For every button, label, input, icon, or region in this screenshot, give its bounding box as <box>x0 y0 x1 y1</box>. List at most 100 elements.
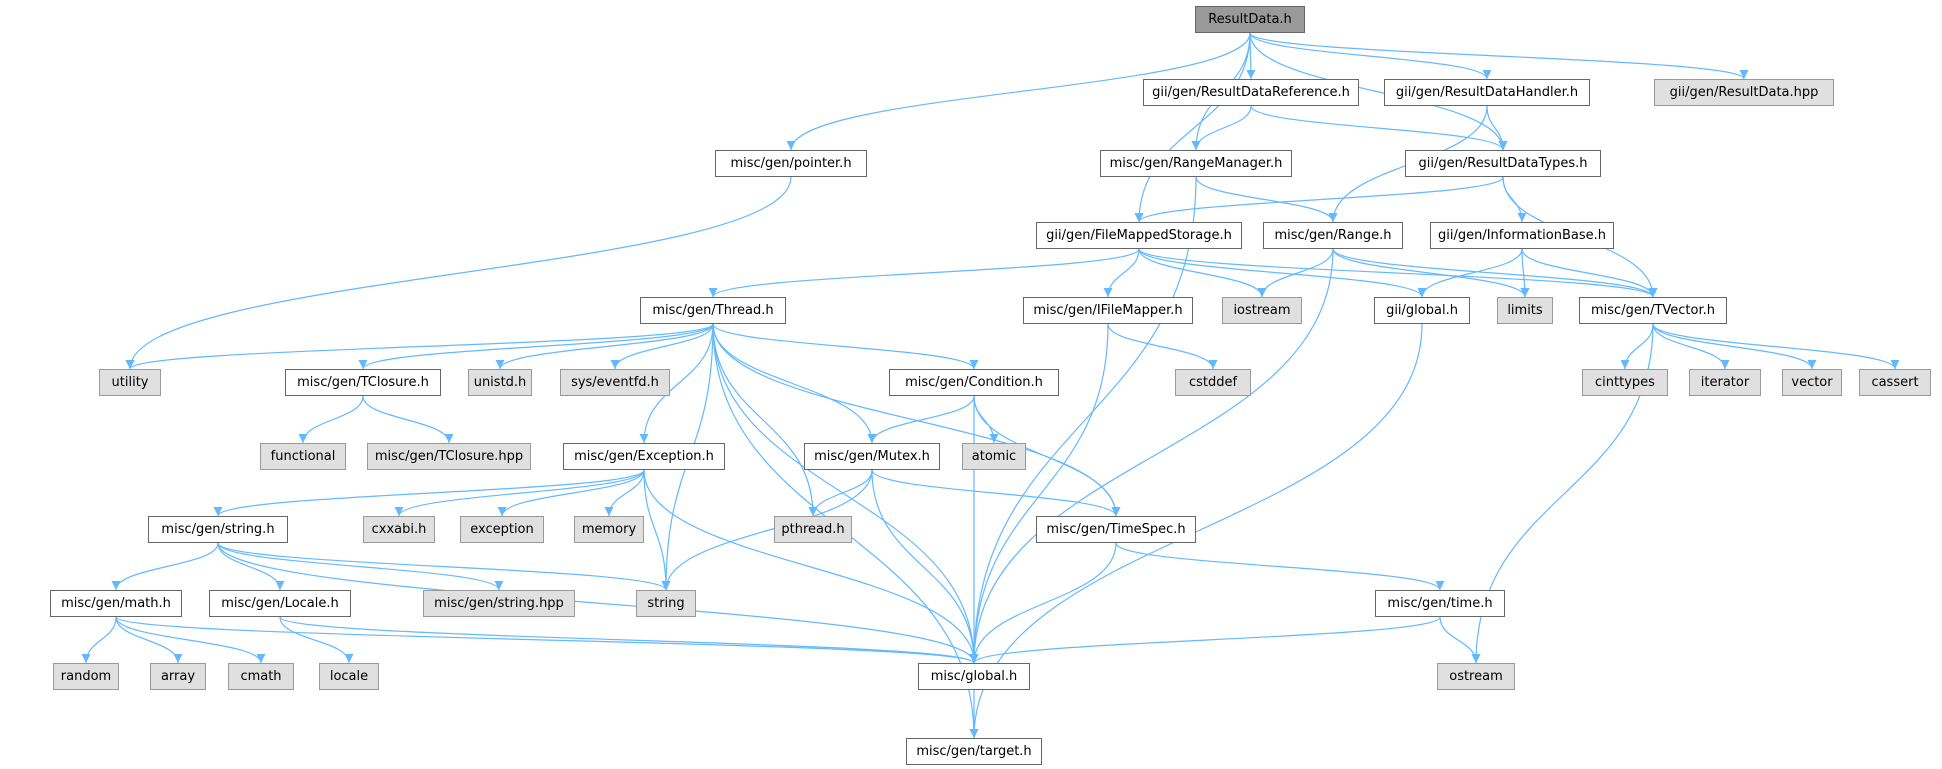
edge-n10-n18 <box>495 323 714 370</box>
node-ifilemapper-h[interactable]: misc/gen/IFileMapper.h <box>1023 297 1193 324</box>
edge-n38-n45 <box>279 616 354 664</box>
node-cmath[interactable]: cmath <box>228 663 294 690</box>
edge-n7-n13 <box>1138 248 1427 298</box>
node-gii-global-h[interactable]: gii/global.h <box>1374 297 1470 324</box>
edge-n0-n6 <box>1249 32 1508 151</box>
edge-n7-n12 <box>1138 248 1267 298</box>
node-locale-h[interactable]: misc/gen/Locale.h <box>209 590 351 617</box>
node-memory[interactable]: memory <box>574 516 644 543</box>
edge-n4-n16 <box>125 176 792 370</box>
edge-n9-n15 <box>1521 248 1658 298</box>
node-array[interactable]: array <box>150 663 206 690</box>
edge-n10-n20 <box>712 323 979 370</box>
edge-n10-n35 <box>712 323 818 517</box>
edge-n29-n40 <box>643 469 671 591</box>
edge-n1-n6 <box>1250 105 1508 151</box>
node-math-h[interactable]: misc/gen/math.h <box>50 590 182 617</box>
node-string-hpp[interactable]: misc/gen/string.hpp <box>423 590 575 617</box>
node-resultdata-hpp[interactable]: gii/gen/ResultData.hpp <box>1654 79 1834 106</box>
edge-n0-n3 <box>1249 32 1749 80</box>
edge-n31-n46 <box>217 542 979 664</box>
node-iterator[interactable]: iterator <box>1689 369 1761 396</box>
node-string-h[interactable]: misc/gen/string.h <box>148 516 288 543</box>
node-cassert[interactable]: cassert <box>1859 369 1931 396</box>
edge-n1-n5 <box>1191 105 1252 151</box>
node-cstddef[interactable]: cstddef <box>1175 369 1251 396</box>
node-tvector-h[interactable]: misc/gen/TVector.h <box>1579 297 1727 324</box>
edge-n30-n35 <box>808 469 873 517</box>
node-cxxabi-h[interactable]: cxxabi.h <box>363 516 435 543</box>
node-target-h[interactable]: misc/gen/target.h <box>906 738 1042 765</box>
edge-n5-n46 <box>969 176 1197 664</box>
edge-n8-n14 <box>1332 248 1530 298</box>
edge-n29-n34 <box>604 469 645 517</box>
edge-n30-n36 <box>871 469 1121 517</box>
node-resultdatareference-h[interactable]: gii/gen/ResultDataReference.h <box>1143 79 1359 106</box>
node-time-h[interactable]: misc/gen/time.h <box>1375 590 1505 617</box>
edge-n8-n15 <box>1332 248 1658 298</box>
edge-n31-n37 <box>111 542 219 591</box>
node-locale[interactable]: locale <box>319 663 379 690</box>
edge-n37-n46 <box>115 616 979 664</box>
edge-n11-n46 <box>969 323 1109 664</box>
edge-n10-n29 <box>639 323 714 444</box>
edge-n17-n26 <box>298 395 364 444</box>
node-condition-h[interactable]: misc/gen/Condition.h <box>889 369 1059 396</box>
edge-n30-n40 <box>661 469 873 591</box>
node-tclosure-h[interactable]: misc/gen/TClosure.h <box>285 369 441 396</box>
node-random[interactable]: random <box>53 663 119 690</box>
node-unistd-h[interactable]: unistd.h <box>468 369 532 396</box>
edge-n10-n17 <box>358 323 714 370</box>
node-resultdatahandler-h[interactable]: gii/gen/ResultDataHandler.h <box>1384 79 1590 106</box>
node-tclosure-hpp[interactable]: misc/gen/TClosure.hpp <box>367 443 531 470</box>
edge-n41-n46 <box>969 616 1441 664</box>
edge-n29-n32 <box>394 469 645 517</box>
edge-n37-n44 <box>115 616 266 664</box>
edge-n36-n41 <box>1115 542 1445 591</box>
node-ostream[interactable]: ostream <box>1437 663 1515 690</box>
edge-n37-n43 <box>115 616 183 664</box>
node-mutex-h[interactable]: misc/gen/Mutex.h <box>804 443 940 470</box>
node-filemappedstorage-h[interactable]: gii/gen/FileMappedStorage.h <box>1036 222 1242 249</box>
node-pointer-h[interactable]: misc/gen/pointer.h <box>715 150 867 177</box>
node-resultdata-h[interactable]: ResultData.h <box>1195 6 1305 33</box>
edge-n37-n42 <box>81 616 117 664</box>
edge-n0-n4 <box>786 32 1251 151</box>
node-exception-h[interactable]: misc/gen/Exception.h <box>563 443 725 470</box>
node-misc-global-h[interactable]: misc/global.h <box>918 663 1030 690</box>
edge-n15-n25 <box>1652 323 1900 370</box>
edge-n6-n9 <box>1502 176 1527 223</box>
edge-n29-n46 <box>643 469 979 664</box>
node-pthread-h[interactable]: pthread.h <box>774 516 852 543</box>
edge-n41-n47 <box>1439 616 1481 664</box>
node-rangemanager-h[interactable]: misc/gen/RangeManager.h <box>1100 150 1292 177</box>
edge-n0-n7 <box>1134 32 1251 223</box>
edge-n17-n27 <box>362 395 454 444</box>
edge-n15-n22 <box>1620 323 1654 370</box>
edge-n13-n48 <box>969 323 1423 739</box>
node-limits[interactable]: limits <box>1497 297 1553 324</box>
node-atomic[interactable]: atomic <box>962 443 1026 470</box>
node-resultdatatypes-h[interactable]: gii/gen/ResultDataTypes.h <box>1405 150 1601 177</box>
edge-n38-n46 <box>279 616 979 664</box>
node-thread-h[interactable]: misc/gen/Thread.h <box>640 297 786 324</box>
edge-n20-n30 <box>867 395 975 444</box>
node-sys-eventfd-h[interactable]: sys/eventfd.h <box>560 369 670 396</box>
node-timespec-h[interactable]: misc/gen/TimeSpec.h <box>1036 516 1196 543</box>
node-vector[interactable]: vector <box>1782 369 1842 396</box>
node-string[interactable]: string <box>636 590 696 617</box>
node-functional[interactable]: functional <box>260 443 346 470</box>
edge-n5-n8 <box>1195 176 1338 223</box>
node-utility[interactable]: utility <box>99 369 161 396</box>
node-cinttypes[interactable]: cinttypes <box>1582 369 1668 396</box>
node-iostream[interactable]: iostream <box>1222 297 1302 324</box>
node-range-h[interactable]: misc/gen/Range.h <box>1263 222 1403 249</box>
edge-n7-n10 <box>708 248 1140 298</box>
node-exception[interactable]: exception <box>460 516 544 543</box>
node-informationbase-h[interactable]: gii/gen/InformationBase.h <box>1430 222 1614 249</box>
edge-n7-n11 <box>1103 248 1140 298</box>
edge-n15-n24 <box>1652 323 1817 370</box>
edge-n11-n21 <box>1107 323 1218 370</box>
